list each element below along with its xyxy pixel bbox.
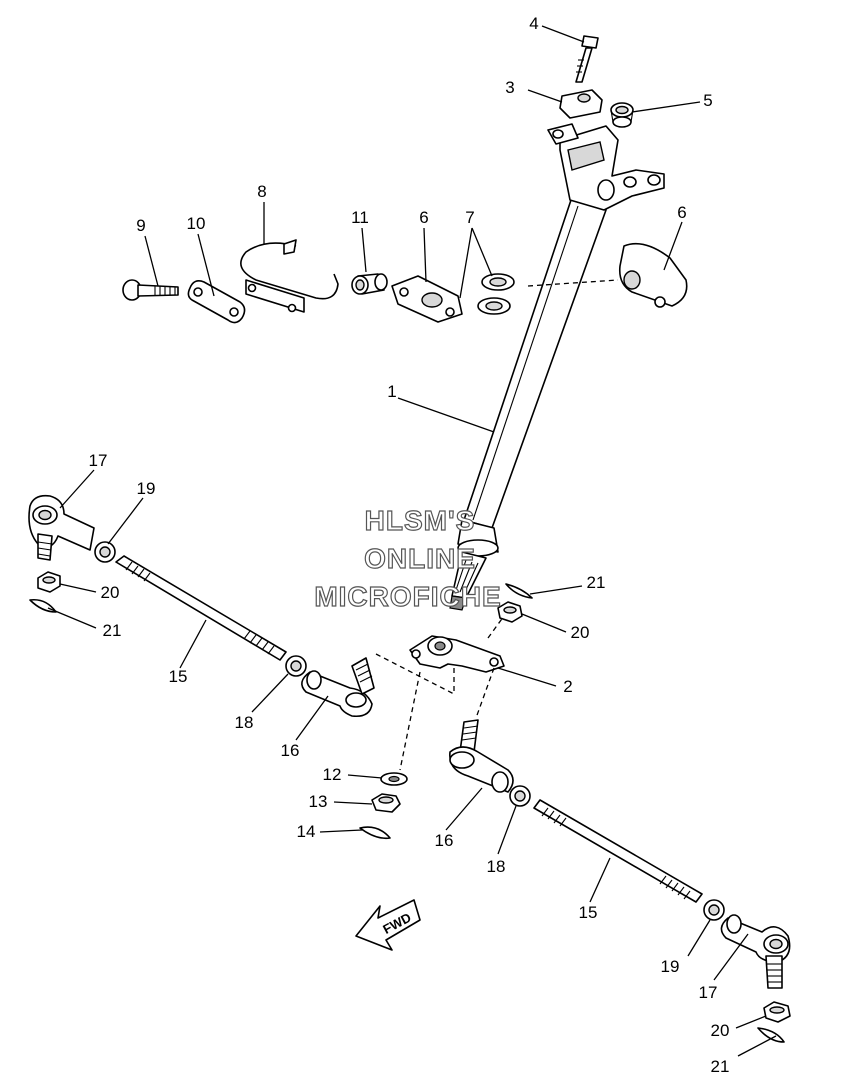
fwd-arrow: FWD: [355, 899, 421, 951]
alignment-dash: [399, 671, 421, 771]
clip-bracket-8: [240, 239, 339, 313]
watermark-line-2: ONLINE: [364, 543, 476, 574]
bolt-9: [122, 279, 179, 301]
callout-13: 13: [309, 792, 328, 811]
callout-16-right: 16: [435, 831, 454, 850]
callout-7: 7: [465, 208, 474, 227]
callout-21-center: 21: [587, 573, 606, 592]
washer-7-upper: [481, 273, 515, 291]
collar-11: [351, 273, 388, 295]
callout-20-right: 20: [711, 1021, 730, 1040]
tie-rod-end-17-left: [28, 494, 95, 561]
callout-9: 9: [136, 216, 145, 235]
cotter-pin-21-right: [757, 1027, 785, 1043]
tie-rod-end-16-right: [449, 719, 514, 793]
alignment-dash: [487, 615, 505, 639]
callout-19-right: 19: [661, 957, 680, 976]
washer-12: [380, 772, 408, 786]
tie-rod-15-right: [533, 799, 703, 903]
holder-6-left: [391, 275, 463, 323]
callout-3: 3: [505, 78, 514, 97]
callout-20-center: 20: [571, 623, 590, 642]
callout-17-right: 17: [699, 983, 718, 1002]
tie-rod-15-left: [115, 555, 287, 661]
callout-4: 4: [529, 14, 538, 33]
callout-8: 8: [257, 182, 266, 201]
callout-14: 14: [297, 822, 316, 841]
callout-labels: 1 2 3 4 5 6 6 7 8 9 10 11 12 13 14 15 15…: [89, 14, 730, 1076]
watermark: HLSM'S ONLINE MICROFICHE: [314, 504, 502, 612]
callout-18-left: 18: [235, 713, 254, 732]
callout-12: 12: [323, 765, 342, 784]
callout-6-right: 6: [677, 203, 686, 222]
callout-11: 11: [351, 208, 369, 227]
steering-column: [449, 123, 665, 611]
callout-5: 5: [703, 91, 712, 110]
callout-1: 1: [387, 382, 396, 401]
callout-2: 2: [563, 677, 572, 696]
washer-18-left: [285, 655, 307, 677]
callout-15-right: 15: [579, 903, 598, 922]
callout-15-left: 15: [169, 667, 188, 686]
pitman-arm-2: [409, 635, 505, 673]
leader-lines: [47, 25, 777, 1057]
watermark-line-1: HLSM'S: [365, 505, 476, 536]
callout-6-left: 6: [419, 208, 428, 227]
watermark-line-3: MICROFICHE: [314, 581, 501, 612]
tie-rod-end-16-left: [301, 657, 375, 718]
nut-20-right: [763, 1001, 791, 1023]
washer-19-left: [94, 541, 116, 563]
callout-21-left: 21: [103, 621, 122, 640]
cotter-pin-21-center: [505, 583, 533, 599]
callout-21-right: 21: [711, 1057, 730, 1076]
alignment-dash: [475, 667, 495, 719]
callout-16-left: 16: [281, 741, 300, 760]
cotter-pin-14: [359, 826, 391, 840]
clamp-3: [559, 89, 603, 119]
nut-13: [371, 793, 401, 813]
lock-plate-10: [187, 280, 246, 324]
washer-19-right: [703, 899, 725, 921]
bushing-5: [610, 102, 634, 128]
tie-rod-end-17-right: [720, 914, 791, 989]
callout-20-left: 20: [101, 583, 120, 602]
alignment-dash: [527, 279, 619, 287]
callout-10: 10: [187, 214, 206, 233]
bolt-4: [575, 35, 599, 83]
callout-19-left: 19: [137, 479, 156, 498]
holder-6-right: [618, 242, 688, 308]
alignment-dash: [375, 653, 455, 695]
nut-20-center: [497, 601, 523, 623]
callout-18-right: 18: [487, 857, 506, 876]
washer-18-right: [509, 785, 531, 807]
callout-17-left: 17: [89, 451, 108, 470]
nut-20-left: [37, 571, 61, 593]
washer-7-lower: [477, 297, 511, 315]
